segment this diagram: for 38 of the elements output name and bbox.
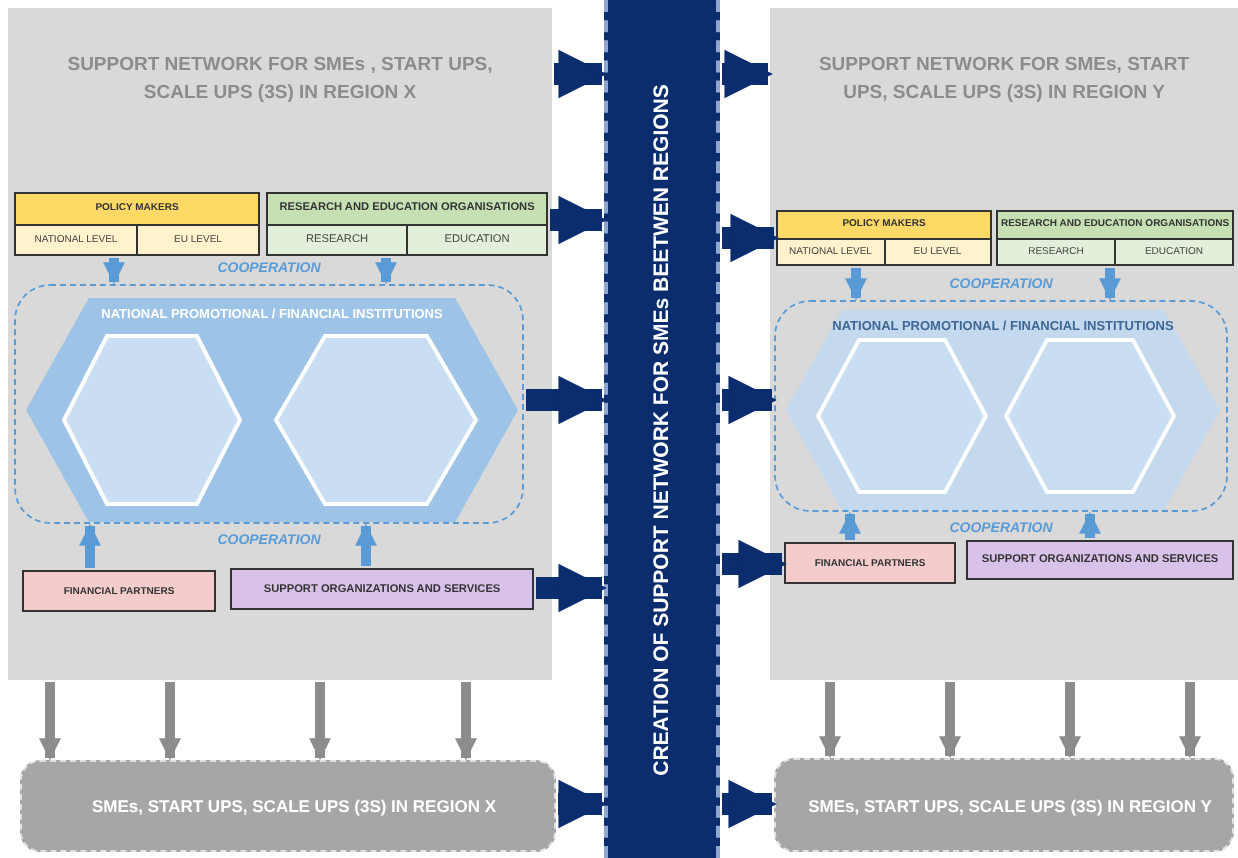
arrow: [722, 779, 777, 829]
arrow: [526, 375, 607, 425]
arrow: [355, 523, 377, 566]
panel-title: SUPPORT NETWORK FOR SMEs, START UPS, SCALE UPS (3S) IN REGION Y: [816, 52, 1192, 108]
category-table: [266, 192, 548, 256]
central-bar: [604, 0, 720, 858]
arrow: [722, 539, 787, 589]
region-panel: [770, 8, 1238, 680]
region-panel: [8, 8, 552, 680]
category-table: [14, 192, 260, 256]
arrow: [1079, 511, 1101, 538]
region-box: SMEs, START UPS, SCALE UPS (3S) IN REGION Y: [774, 758, 1234, 852]
arrow: [939, 682, 961, 759]
arrow: [558, 779, 607, 829]
arrow: [39, 682, 61, 761]
region-box: SMEs, START UPS, SCALE UPS (3S) IN REGION X: [20, 760, 556, 852]
bar-title: CREATION OF SUPPORT NETWORK FOR SMEs BEETWEN REGIONS: [648, 81, 676, 779]
arrow: [455, 682, 477, 761]
arrow: [722, 213, 779, 263]
arrow: [839, 511, 861, 540]
arrow: [845, 268, 867, 301]
arrow: [103, 258, 125, 285]
arrow: [79, 523, 101, 568]
panel-title: SUPPORT NETWORK FOR SMEs , START UPS, SCALE UPS (3S) IN REGION X: [65, 52, 495, 108]
arrow: [375, 258, 397, 285]
category-table: [996, 210, 1234, 266]
arrow: [554, 49, 607, 99]
arrow: [1059, 682, 1081, 759]
arrow: [309, 682, 331, 761]
arrow: [722, 375, 777, 425]
arrow: [1179, 682, 1201, 759]
arrow: [550, 195, 607, 245]
arrow: [536, 563, 607, 613]
arrow: [1099, 268, 1121, 301]
arrow: [722, 49, 773, 99]
arrow: [819, 682, 841, 759]
arrow: [159, 682, 181, 761]
category-table: [776, 210, 992, 266]
